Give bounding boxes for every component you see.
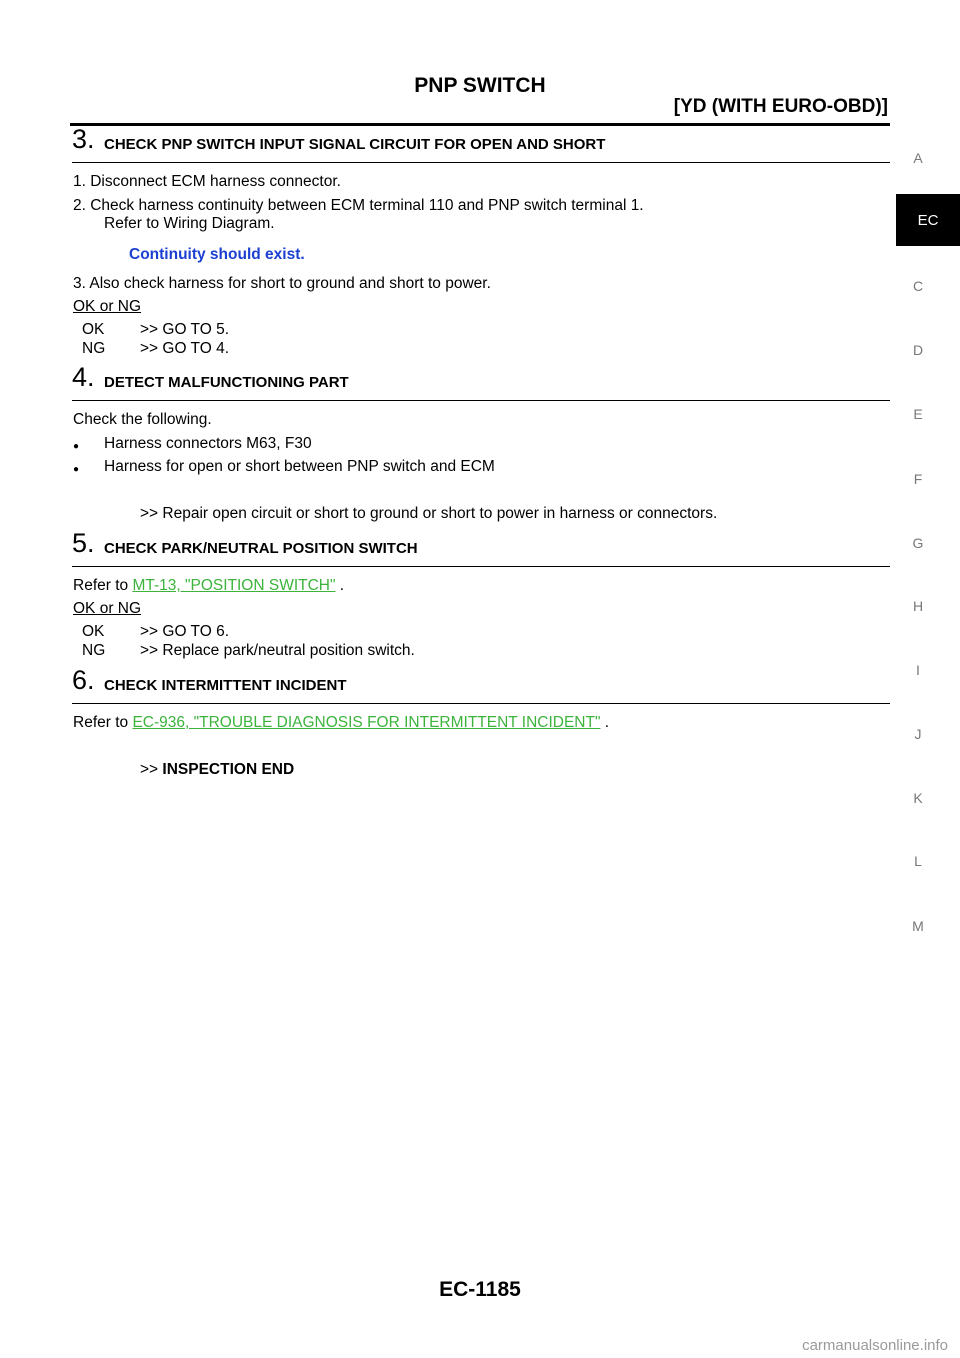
sidebar-item-c[interactable]: C	[912, 278, 924, 294]
step-6-refer: Refer to EC-936, "TROUBLE DIAGNOSIS FOR …	[73, 713, 609, 733]
step-number: 4.	[72, 362, 95, 392]
watermark: carmanualsonline.info	[802, 1337, 948, 1354]
sidebar-item-j[interactable]: J	[914, 726, 922, 742]
mt-13-link[interactable]: MT-13, "POSITION SWITCH"	[132, 577, 336, 594]
ng-label: NG	[82, 642, 106, 659]
step-5-heading: 5. CHECK PARK/NEUTRAL POSITION SWITCH	[72, 528, 890, 567]
ok-label: OK	[82, 623, 105, 640]
step-5-refer: Refer to MT-13, "POSITION SWITCH" .	[73, 576, 344, 596]
sidebar-item-e[interactable]: E	[913, 406, 923, 422]
sidebar-item-g[interactable]: G	[912, 535, 924, 551]
step-4-heading: 4. DETECT MALFUNCTIONING PART	[72, 362, 890, 401]
step-3-line-2: 2. Check harness continuity between ECM …	[73, 197, 644, 214]
step-4-action: >> Repair open circuit or short to groun…	[140, 505, 718, 522]
step-4-bullet-2: Harness for open or short between PNP sw…	[73, 457, 495, 480]
page-subtitle: [YD (WITH EURO-OBD)]	[673, 96, 888, 117]
step-number: 3.	[72, 124, 95, 154]
step-title: CHECK INTERMITTENT INCIDENT	[104, 677, 347, 694]
step-3-line-2b: Refer to Wiring Diagram.	[104, 215, 275, 232]
inspection-end: >> INSPECTION END	[140, 760, 294, 780]
step-title: CHECK PARK/NEUTRAL POSITION SWITCH	[104, 540, 418, 557]
step-title: CHECK PNP SWITCH INPUT SIGNAL CIRCUIT FO…	[104, 136, 606, 153]
ok-or-ng-label: OK or NG	[73, 600, 142, 617]
step-3-heading: 3. CHECK PNP SWITCH INPUT SIGNAL CIRCUIT…	[72, 124, 890, 163]
step-6-heading: 6. CHECK INTERMITTENT INCIDENT	[72, 665, 890, 704]
refer-suffix: .	[335, 577, 345, 594]
sidebar-item-m[interactable]: M	[912, 918, 924, 934]
ok-label: OK	[82, 321, 105, 338]
continuity-spec: Continuity should exist.	[129, 246, 305, 263]
step-number: 5.	[72, 528, 95, 558]
step-number: 6.	[72, 665, 95, 695]
sidebar-item-f[interactable]: F	[913, 471, 923, 487]
sidebar-item-d[interactable]: D	[912, 342, 924, 358]
sidebar-item-l[interactable]: L	[914, 853, 922, 869]
refer-suffix: .	[600, 714, 610, 731]
sidebar-item-h[interactable]: H	[912, 598, 924, 614]
step-title: DETECT MALFUNCTIONING PART	[104, 374, 349, 391]
ng-action: >> GO TO 4.	[140, 340, 230, 357]
sidebar-item-a[interactable]: A	[913, 150, 923, 166]
step-3-line-1: 1. Disconnect ECM harness connector.	[73, 173, 341, 190]
refer-prefix: Refer to	[73, 577, 133, 594]
inspection-end-label: INSPECTION END	[162, 761, 295, 778]
ec-936-link[interactable]: EC-936, "TROUBLE DIAGNOSIS FOR INTERMITT…	[132, 714, 601, 731]
ok-or-ng-label: OK or NG	[73, 298, 142, 315]
page-title: PNP SWITCH	[414, 74, 546, 97]
ok-action: >> GO TO 5.	[140, 321, 230, 338]
step-4-bullet-1: Harness connectors M63, F30	[73, 434, 312, 457]
sidebar-item-k[interactable]: K	[913, 790, 923, 806]
header-rule	[70, 123, 890, 126]
step-4-intro: Check the following.	[73, 411, 212, 428]
sidebar-item-i[interactable]: I	[916, 662, 920, 678]
page-number: EC-1185	[439, 1278, 521, 1301]
ng-action: >> Replace park/neutral position switch.	[140, 642, 415, 659]
ok-action: >> GO TO 6.	[140, 623, 230, 640]
ng-label: NG	[82, 340, 106, 357]
arrow-marker: >>	[140, 761, 159, 778]
sidebar-item-ec-active[interactable]: EC	[896, 194, 960, 246]
refer-prefix: Refer to	[73, 714, 133, 731]
step-3-line-3: 3. Also check harness for short to groun…	[73, 275, 491, 292]
